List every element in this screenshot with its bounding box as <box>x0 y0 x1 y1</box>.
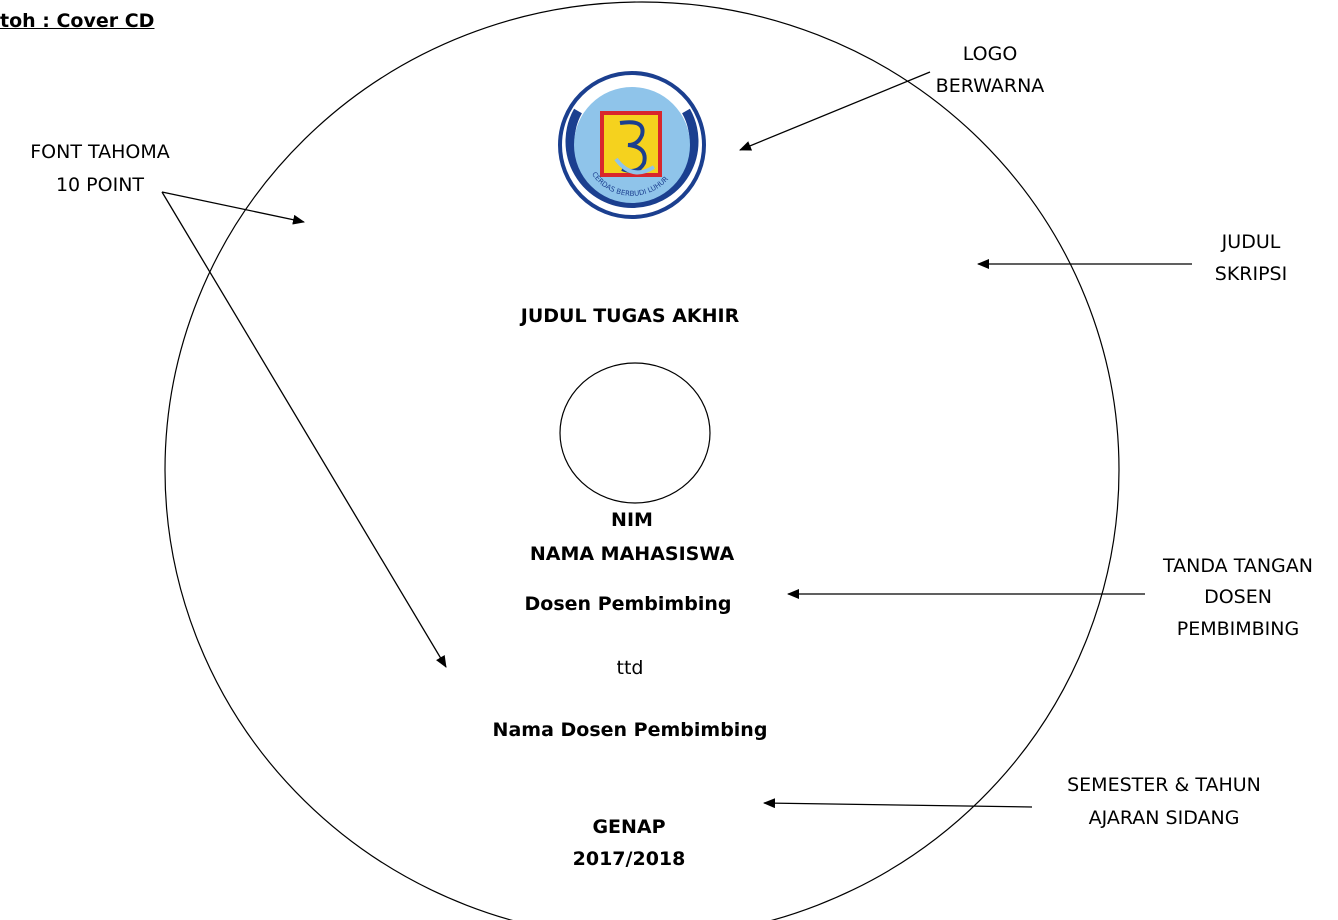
disc-year: 2017/2018 <box>572 848 686 870</box>
disc-semester: GENAP <box>592 816 666 838</box>
callout-font-line2: 10 POINT <box>55 174 145 196</box>
callout-logo-line2: BERWARNA <box>935 75 1045 97</box>
callout-semester-line1: SEMESTER & TAHUN <box>1067 774 1261 796</box>
university-logo-icon: CERDAS BERBUDI LUHUR <box>558 71 706 219</box>
arrow-font-1 <box>161 191 305 225</box>
callout-semester-line2: AJARAN SIDANG <box>1088 807 1240 829</box>
disc-nim: NIM <box>611 509 653 531</box>
callout-judul-line1: JUDUL <box>1221 231 1281 253</box>
callout-ttd-line1: TANDA TANGAN <box>1163 555 1313 577</box>
callout-ttd-line3: PEMBIMBING <box>1176 618 1300 640</box>
callout-font-line1: FONT TAHOMA <box>30 141 170 163</box>
page-heading: toh : Cover CD <box>0 10 155 32</box>
arrow-semester <box>763 798 1033 809</box>
disc-student-name: NAMA MAHASISWA <box>529 543 735 565</box>
disc-title: JUDUL TUGAS AKHIR <box>520 305 740 327</box>
arrow-font-2 <box>161 191 447 668</box>
callout-ttd-line2: DOSEN <box>1204 586 1272 608</box>
disc-supervisor-name: Nama Dosen Pembimbing <box>492 719 768 741</box>
callout-logo-line1: LOGO <box>962 43 1018 65</box>
disc-supervisor-label: Dosen Pembimbing <box>524 593 732 615</box>
disc-signature-placeholder: ttd <box>616 657 644 679</box>
callout-judul-line2: SKRIPSI <box>1214 263 1288 285</box>
cd-center-hole <box>559 362 711 504</box>
arrow-logo <box>739 71 931 151</box>
cd-outer-circle <box>164 1 1120 920</box>
